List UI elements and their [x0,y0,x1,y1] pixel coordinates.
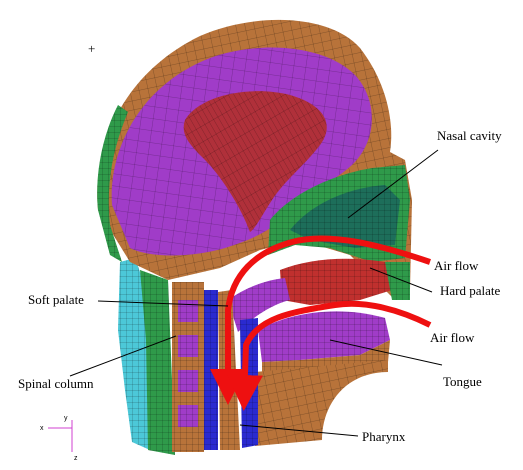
air-flow-arrow-upper [210,235,431,405]
label-nasal-cavity: Nasal cavity [437,128,502,143]
brain-core [183,91,327,232]
axis-triad-icon: x y z [40,415,78,462]
air-flow-arrows [210,235,432,411]
label-air-flow-top: Air flow [434,258,479,273]
label-tongue: Tongue [443,374,482,389]
label-pharynx: Pharynx [362,429,406,444]
label-soft-palate: Soft palate [28,292,84,307]
leader-nasal-cavity [347,149,439,219]
axis-x-label: x [40,425,44,432]
crosshair-icon: + [88,41,95,56]
axis-z-label: z [74,455,78,462]
axis-y-label: y [64,415,68,422]
leader-spinal-column [69,335,177,377]
air-flow-arrow-lower [226,300,432,411]
hard-palate [280,258,410,305]
neck-tissue [118,258,150,450]
leader-pharynx [239,424,359,437]
leader-hard-palate [369,267,433,293]
label-hard-palate: Hard palate [440,283,501,298]
label-spinal-column: Spinal column [18,376,94,391]
leader-lines [69,149,443,437]
spinal-column [172,282,218,452]
jaw-block [255,360,388,446]
leader-soft-palate [97,300,229,307]
label-air-flow-bottom: Air flow [430,330,475,345]
neck-outer-layer [140,270,175,455]
soft-palate [228,278,290,332]
leader-tongue [329,339,443,366]
